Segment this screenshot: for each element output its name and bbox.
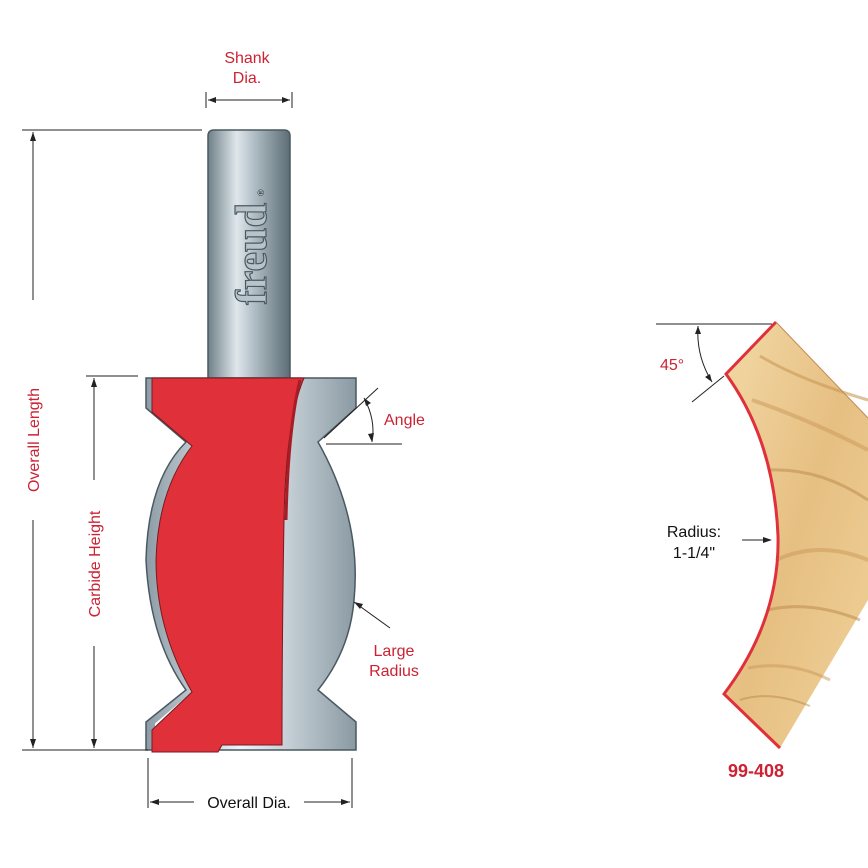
overall-dia-label: Overall Dia. [207,795,291,812]
part-number: 99-408 [728,761,784,781]
carbide-height-label: Carbide Height [87,510,104,617]
angle-label: Angle [384,412,425,429]
angle-45-label: 45° [660,357,684,374]
large-radius-label-line2: Radius [369,663,419,680]
radius-label-line1: Radius: [667,524,721,541]
shank-label-line1: Shank [224,50,270,67]
radius-pointer [742,537,772,543]
angle-dimension [323,387,402,445]
overall-length-dimension [22,129,202,751]
overall-length-label: Overall Length [26,388,43,492]
large-radius-pointer [353,601,391,629]
wood-profile [722,320,868,750]
freud-logo: freud [227,203,276,305]
angle-45-dimension [656,323,772,403]
large-radius-label-line1: Large [374,643,415,660]
overall-dia-dimension [147,758,353,808]
registered-mark: ® [256,189,266,196]
shank-dimension [205,92,293,108]
shank-label-line2: Dia. [233,70,261,87]
shank: freud ® [207,129,291,379]
carbide-flute [151,377,305,753]
carbide-height-dimension [86,375,138,748]
radius-label-line2: 1-1/4" [673,545,715,562]
